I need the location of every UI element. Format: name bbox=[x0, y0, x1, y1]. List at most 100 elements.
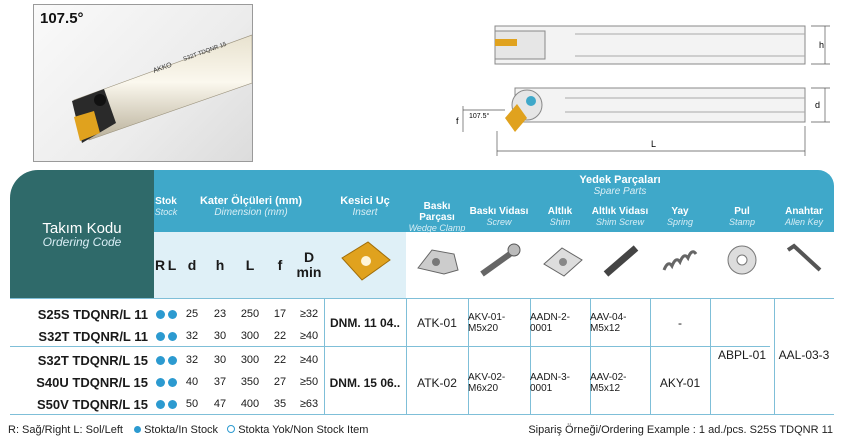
row-h: 37 bbox=[213, 376, 227, 388]
legend-in-stock: Stokta/In Stock bbox=[144, 424, 219, 436]
footer-legend: R: Sağ/Right L: Sol/Left Stokta/In Stock… bbox=[8, 424, 368, 436]
stamp-icon bbox=[727, 245, 757, 275]
row-h: 30 bbox=[213, 354, 227, 366]
dim-angle: 107.5° bbox=[469, 112, 490, 120]
legend-rl: R: Sağ/Right L: Sol/Left bbox=[8, 424, 123, 436]
col-L: L bbox=[167, 257, 177, 273]
row-d: 25 bbox=[185, 308, 199, 320]
row-L: 350 bbox=[240, 376, 260, 388]
non-stock-dot-icon bbox=[227, 425, 236, 433]
spring-icon bbox=[662, 250, 698, 271]
col-Lcol: L bbox=[245, 257, 255, 273]
insert-sub: Insert bbox=[352, 207, 378, 218]
photo-angle-label: 107.5° bbox=[40, 10, 84, 27]
insert-group1: DNM. 11 04.. bbox=[329, 316, 401, 330]
spare-parts-header: Yedek Parçaları Spare Parts bbox=[406, 172, 834, 200]
product-table: Takım Kodu Ordering Code Stok Stock Kate… bbox=[6, 170, 838, 416]
row-code: S40U TDQNR/L 15 bbox=[36, 374, 148, 390]
row-stock-R bbox=[154, 372, 166, 392]
wedge-clamp-icon bbox=[417, 249, 459, 275]
col-h: h bbox=[215, 257, 225, 273]
screw-group2: AKV-02-M6x20 bbox=[468, 372, 506, 394]
ordering-sub: Ordering Code bbox=[42, 234, 122, 249]
row-stock-R bbox=[154, 350, 166, 370]
row-f: 35 bbox=[273, 398, 287, 410]
row-dmin: ≥50 bbox=[299, 376, 319, 388]
row-code: S50V TDQNR/L 15 bbox=[36, 396, 148, 412]
ordering-header-bg bbox=[10, 170, 154, 298]
insert-title: Kesici Uç bbox=[340, 195, 390, 207]
stock-title: Stok bbox=[155, 196, 177, 207]
screw-group1: AKV-01-M5x20 bbox=[468, 312, 506, 334]
wedge-group2: ATK-02 bbox=[417, 376, 457, 390]
col-f: f bbox=[277, 257, 283, 273]
row-d: 50 bbox=[185, 398, 199, 410]
in-stock-dot-icon bbox=[167, 309, 177, 319]
spring-group1: - bbox=[678, 316, 682, 330]
screw-icon bbox=[480, 243, 521, 277]
row-stock-R bbox=[154, 326, 166, 346]
col-R: R bbox=[154, 257, 166, 273]
row-f: 22 bbox=[273, 330, 287, 342]
insert-icon bbox=[341, 241, 391, 281]
shim-screw-group2: AAV-02-M5x12 bbox=[590, 372, 627, 394]
shim-group2: AADN-3-0001 bbox=[530, 372, 571, 394]
shim-group1: AADN-2-0001 bbox=[530, 312, 571, 334]
shim-icon bbox=[543, 247, 583, 277]
row-L: 300 bbox=[240, 330, 260, 342]
in-stock-dot-icon bbox=[167, 331, 177, 341]
allen-key-value: AAL-03-3 bbox=[778, 348, 830, 362]
row-dmin: ≥40 bbox=[299, 354, 319, 366]
row-d: 40 bbox=[185, 376, 199, 388]
allen-key-icon bbox=[786, 243, 822, 272]
row-f: 22 bbox=[273, 354, 287, 366]
in-stock-dot-icon bbox=[155, 377, 165, 387]
dimension-title: Kater Ölçüleri (mm) bbox=[199, 195, 303, 207]
ordering-header: Takım Kodu Ordering Code bbox=[10, 200, 154, 270]
dimension-header: Kater Ölçüleri (mm) Dimension (mm) bbox=[178, 192, 324, 222]
in-stock-dot-icon bbox=[167, 399, 177, 409]
row-L: 400 bbox=[240, 398, 260, 410]
in-stock-dot-icon bbox=[134, 426, 142, 433]
spare-parts-subheader-bg bbox=[406, 202, 834, 232]
row-stock-L bbox=[166, 350, 178, 370]
spring-group2: AKY-01 bbox=[659, 376, 701, 390]
shim-screw-group1: AAV-04-M5x12 bbox=[590, 312, 627, 334]
dim-d: d bbox=[815, 100, 820, 110]
legend-non-stock: Stokta Yok/Non Stock Item bbox=[238, 424, 369, 436]
row-f: 17 bbox=[273, 308, 287, 320]
insert-header: Kesici Uç Insert bbox=[324, 192, 406, 222]
in-stock-dot-icon bbox=[155, 355, 165, 365]
ordering-title: Takım Kodu bbox=[42, 219, 122, 237]
row-code: S32T TDQNR/L 11 bbox=[38, 328, 148, 344]
row-d: 32 bbox=[185, 330, 199, 342]
row-h: 47 bbox=[213, 398, 227, 410]
in-stock-dot-icon bbox=[155, 309, 165, 319]
spare-parts-sub: Spare Parts bbox=[593, 186, 647, 197]
row-L: 300 bbox=[240, 354, 260, 366]
boring-bar-image: AKKO S32T TDQNR 15 bbox=[72, 34, 252, 143]
row-stock-L bbox=[166, 304, 178, 324]
in-stock-dot-icon bbox=[167, 377, 177, 387]
row-stock-R bbox=[154, 394, 166, 414]
shim-screw-icon bbox=[603, 245, 639, 277]
row-dmin: ≥63 bbox=[299, 398, 319, 410]
technical-drawing: h d 107.5° f L bbox=[456, 25, 830, 156]
row-f: 27 bbox=[273, 376, 287, 388]
order-example: Sipariş Örneği/Ordering Example : 1 ad./… bbox=[528, 424, 833, 436]
row-L: 250 bbox=[240, 308, 260, 320]
row-stock-L bbox=[166, 372, 178, 392]
in-stock-dot-icon bbox=[155, 331, 165, 341]
spare-parts-title: Yedek Parçaları bbox=[579, 174, 661, 186]
insert-group2: DNM. 15 06.. bbox=[329, 376, 401, 390]
dim-L: L bbox=[651, 139, 656, 149]
row-stock-L bbox=[166, 394, 178, 414]
row-stock-L bbox=[166, 326, 178, 346]
